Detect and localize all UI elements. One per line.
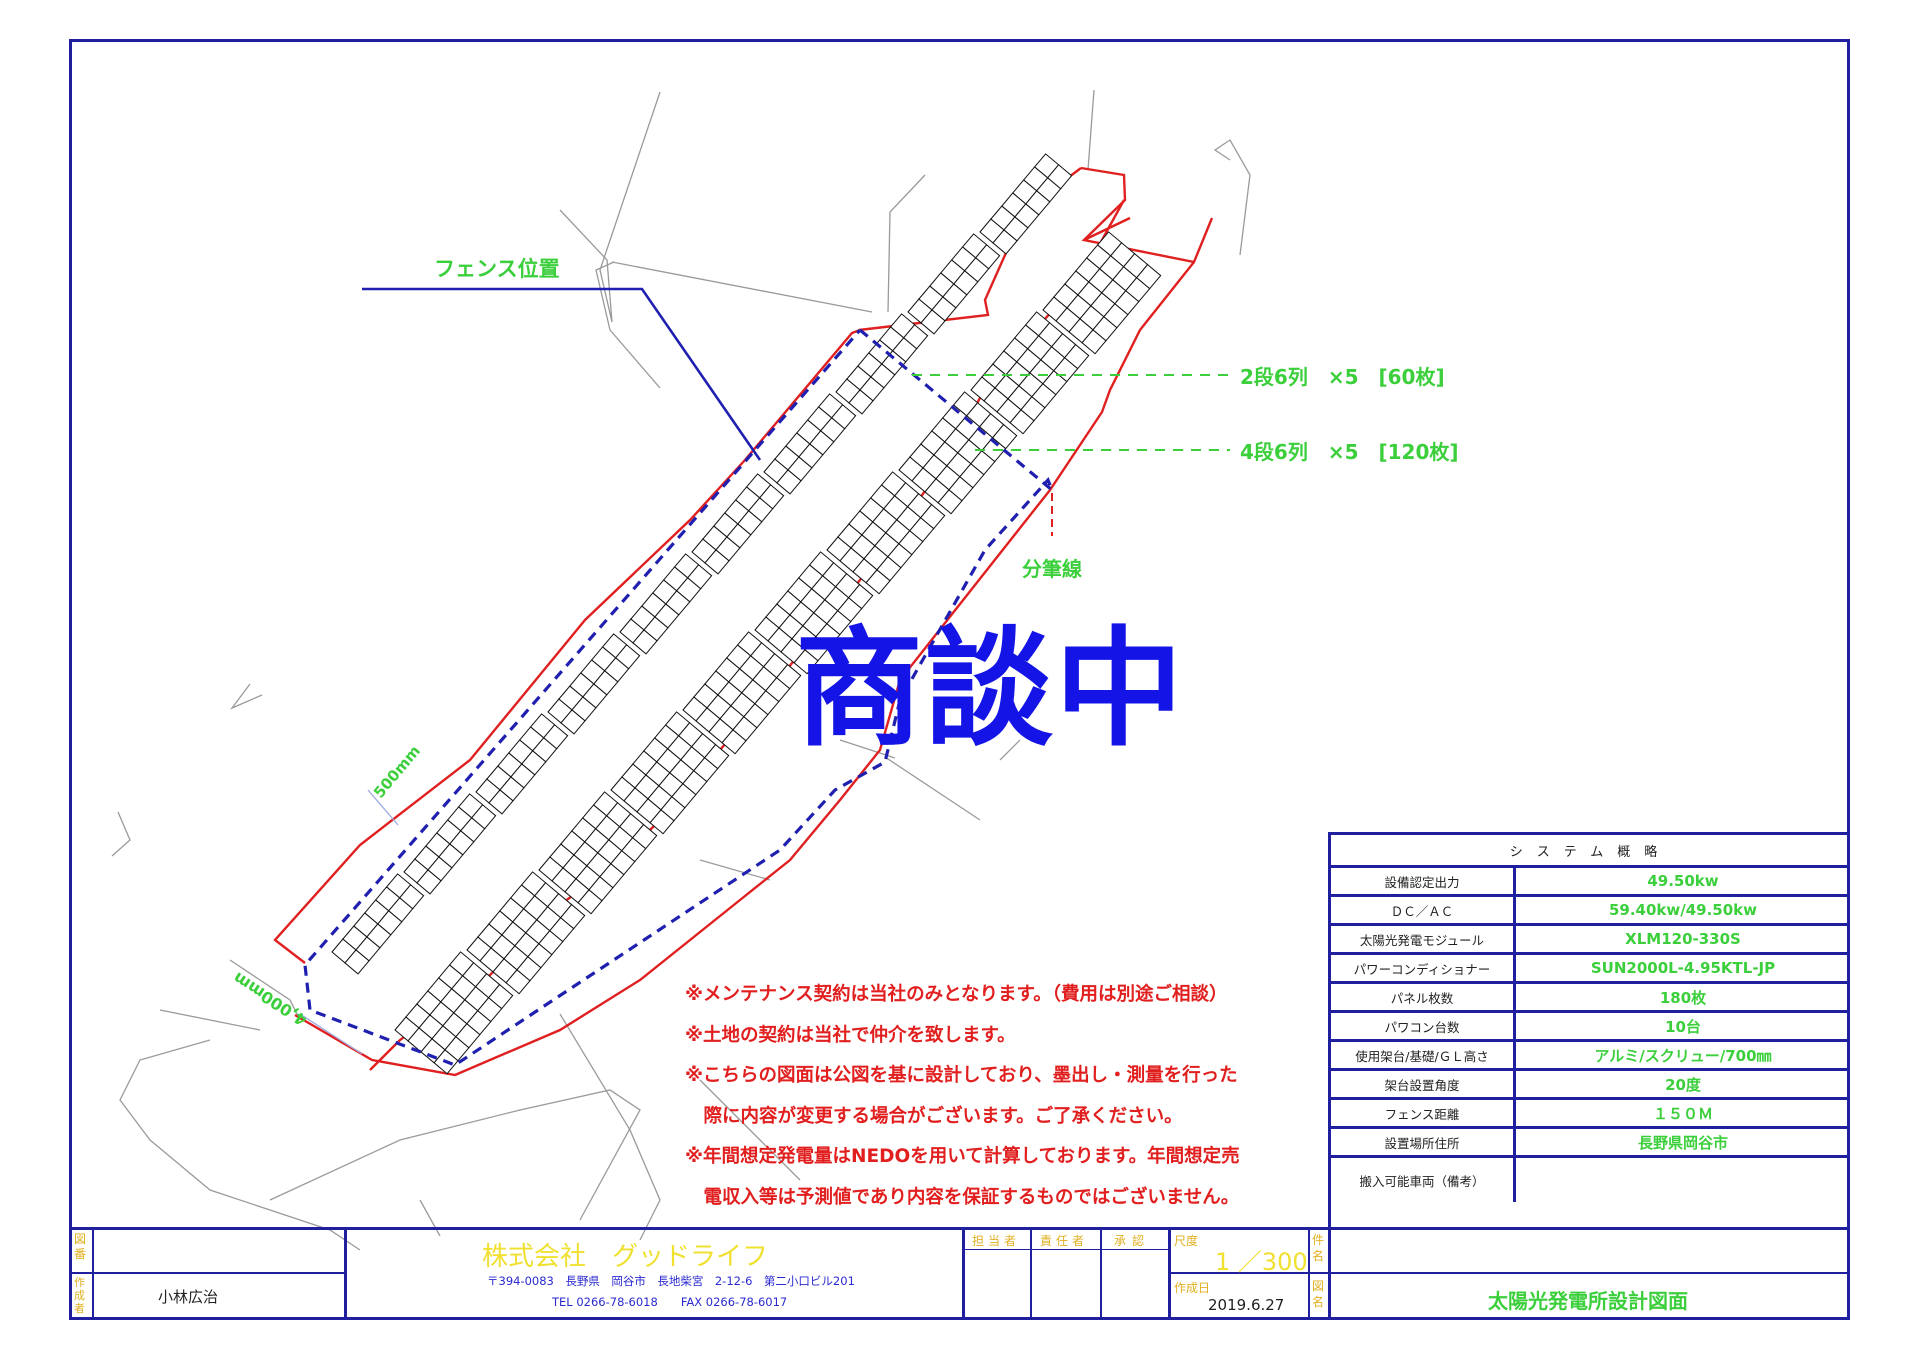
solar-panel: [398, 884, 425, 910]
summary-key: フェンス距離: [1331, 1100, 1516, 1126]
panel-array-4-rows: [394, 231, 1162, 1075]
summary-row: 搬入可能車両（備考）: [1331, 1158, 1850, 1202]
solar-panel: [542, 724, 569, 750]
summary-key: パワーコンディショナー: [1331, 955, 1516, 981]
author-label: 作成者: [74, 1276, 85, 1315]
solar-panel: [559, 903, 586, 930]
company-address: 〒394-0083 長野県 岡谷市 長地柴宮 2-12-6 第二小口ビル201: [487, 1274, 855, 1288]
summary-row: パワコン台数 10台: [1331, 1013, 1850, 1042]
scale-label: 尺度: [1174, 1234, 1199, 1248]
summary-key: 設置場所住所: [1331, 1129, 1516, 1155]
date-label: 作成日: [1174, 1281, 1211, 1295]
summary-value: 長野県岡谷市: [1637, 1133, 1728, 1152]
summary-row: 架台設置角度 20度: [1331, 1071, 1850, 1100]
summary-key: パネル枚数: [1331, 984, 1516, 1010]
title-block: [69, 1227, 1850, 1320]
project-label: 件名: [1312, 1233, 1325, 1263]
solar-panel: [902, 324, 929, 350]
row4-label: 4段6列 ×5 [120枚]: [1240, 440, 1459, 464]
summary-row: 太陽光発電モジュール XLM120-330S: [1331, 926, 1850, 955]
solar-panel: [758, 484, 785, 510]
drawing-name-label: 図名: [1312, 1279, 1325, 1309]
summary-key: 架台設置角度: [1331, 1071, 1516, 1097]
summary-value: 180枚: [1659, 988, 1707, 1007]
notes: ※メンテナンス契約は当社のみとなります。（費用は別途ご相談） ※土地の契約は当社…: [685, 975, 1240, 1218]
summary-row: ＤＣ／ＡＣ 59.40kw/49.50kw: [1331, 897, 1850, 926]
approval-label: 承認: [1114, 1234, 1151, 1248]
drawing-no-label: 図番: [74, 1232, 87, 1261]
drawing-frame: [69, 39, 1850, 1320]
solar-panel: [775, 663, 802, 690]
solar-panel: [487, 983, 514, 1010]
author-name: 小林広治: [158, 1288, 219, 1306]
negotiation-stamp: 商談中: [795, 615, 1186, 764]
summary-value: １５０Ｍ: [1652, 1104, 1713, 1123]
note-5: ※年間想定発電量はNEDOを用いて計算しております。年間想定売: [685, 1146, 1240, 1167]
summary-value: アルミ/スクリュー/700㎜: [1594, 1046, 1772, 1065]
summary-value: 20度: [1665, 1075, 1701, 1094]
summary-value: 59.40kw/49.50kw: [1608, 901, 1758, 919]
solar-panel: [703, 743, 730, 770]
summary-value: XLM120-330S: [1625, 930, 1741, 948]
summary-key: ＤＣ／ＡＣ: [1331, 897, 1516, 923]
dim-500-line: [367, 789, 399, 826]
note-1: ※メンテナンス契約は当社のみとなります。（費用は別途ご相談）: [685, 984, 1228, 1005]
summary-row: パワーコンディショナー SUN2000L-4.95KTL-JP: [1331, 955, 1850, 984]
summary-value: 10台: [1665, 1017, 1701, 1036]
summary-value: [1516, 1158, 1850, 1202]
note-2: ※土地の契約は当社で仲介を致します。: [685, 1024, 1016, 1046]
note-3: ※こちらの図面は公図を基に設計しており、墨出し・測量を行った: [685, 1065, 1238, 1086]
summary-row: 設置場所住所 長野県岡谷市: [1331, 1129, 1850, 1158]
solar-panel: [1063, 343, 1090, 370]
staff-label: 担当者: [972, 1234, 1021, 1248]
solar-panel: [470, 804, 497, 830]
solar-panel: [830, 404, 857, 430]
solar-panel: [919, 503, 946, 530]
cadastral-lines: [111, 89, 1251, 1251]
fence-position-label: フェンス位置: [434, 257, 560, 281]
summary-key: パワコン台数: [1331, 1013, 1516, 1039]
row2-label: 2段6列 ×5 [60枚]: [1240, 365, 1445, 389]
summary-row: 使用架台/基礎/ＧＬ高さ アルミ/スクリュー/700㎜: [1331, 1042, 1850, 1071]
dim-4000-line: [299, 1013, 363, 1055]
fence-line: [303, 328, 1054, 1067]
summary-row: フェンス距離 １５０Ｍ: [1331, 1100, 1850, 1129]
manager-label: 責任者: [1040, 1234, 1089, 1248]
summary-key: 使用架台/基礎/ＧＬ高さ: [1331, 1042, 1516, 1068]
solar-panel: [631, 823, 658, 850]
scale-value: 1 ／300: [1215, 1248, 1308, 1276]
summary-value: 49.50kw: [1647, 872, 1719, 890]
solar-panel: [974, 244, 1001, 270]
summary-key: 太陽光発電モジュール: [1331, 926, 1516, 952]
note-4: 際に内容が変更する場合がございます。ご了承ください。: [685, 1105, 1183, 1127]
solar-panel: [1046, 164, 1073, 190]
summary-key: 搬入可能車両（備考）: [1331, 1158, 1516, 1202]
date-value: 2019.6.27: [1208, 1296, 1285, 1314]
solar-panel: [614, 644, 641, 670]
solar-panel: [686, 564, 713, 590]
summary-row: 設備認定出力 49.50kw: [1331, 868, 1850, 897]
summary-row: パネル枚数 180枚: [1331, 984, 1850, 1013]
panel-array-2-rows: [331, 153, 1073, 975]
company-name: 株式会社 グッドライフ: [482, 1242, 769, 1272]
system-summary-title: システム概略: [1331, 835, 1850, 868]
summary-key: 設備認定出力: [1331, 868, 1516, 894]
parcel-line-label: 分筆線: [1022, 557, 1082, 581]
summary-value: SUN2000L-4.95KTL-JP: [1590, 959, 1776, 977]
note-6: 電収入等は予測値であり内容を保証するものではございません。: [685, 1186, 1240, 1208]
drawing-name: 太陽光発電所設計図面: [1488, 1289, 1688, 1313]
solar-panel: [991, 423, 1018, 450]
solar-panel: [847, 583, 874, 610]
company-contact: TEL 0266-78-6018 FAX 0266-78-6017: [552, 1295, 788, 1309]
solar-panel: [1135, 263, 1162, 290]
fence-leader: [362, 287, 762, 461]
